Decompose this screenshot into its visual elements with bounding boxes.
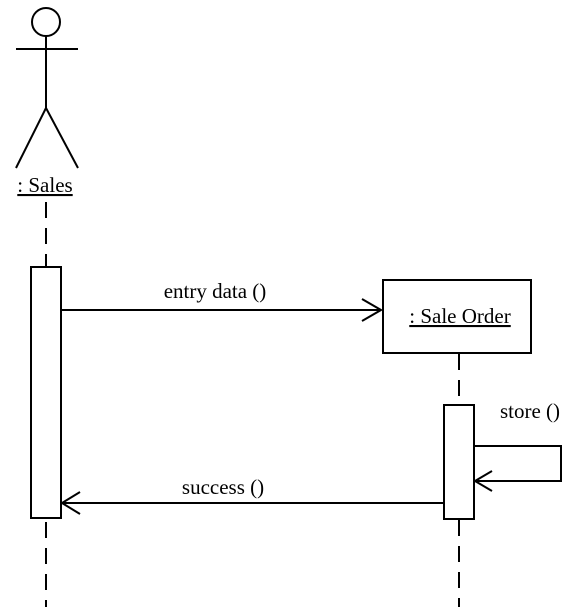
message-entry-arrowhead xyxy=(361,298,383,322)
object-activation-bar xyxy=(443,404,475,520)
actor-sales: : Sales xyxy=(15,7,79,197)
message-store: store () xyxy=(473,399,562,492)
object-box xyxy=(382,279,532,354)
message-store-arrow-line xyxy=(474,445,562,482)
actor-activation-bar xyxy=(30,266,62,519)
actor-left-leg xyxy=(15,107,47,169)
message-store-arrowhead xyxy=(473,470,493,492)
message-entry-data: entry data () xyxy=(61,279,383,322)
message-success-label: success () xyxy=(182,475,264,499)
message-success: success () xyxy=(60,475,444,515)
message-entry-label: entry data () xyxy=(164,279,267,303)
object-sale-order: : Sale Order xyxy=(382,279,532,354)
message-store-label: store () xyxy=(500,399,560,423)
actor-right-leg xyxy=(45,107,79,169)
object-label: : Sale Order xyxy=(409,304,510,328)
actor-head xyxy=(31,7,61,37)
actor-label: : Sales xyxy=(17,173,72,197)
message-success-arrowhead xyxy=(60,491,81,515)
